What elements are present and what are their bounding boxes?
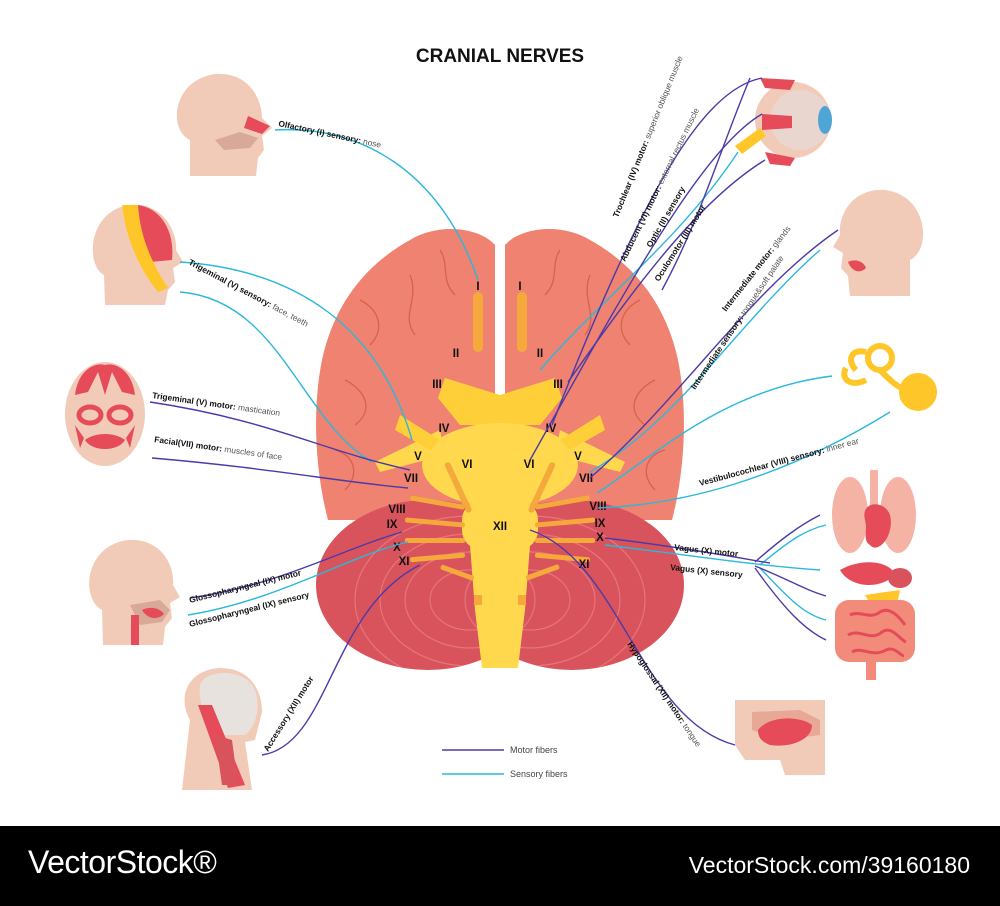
numeral-X-left: X <box>393 542 401 554</box>
numeral-IV-left: IV <box>439 423 450 435</box>
fiber-intermediate-sensory <box>589 249 821 473</box>
numeral-XI-right: XI <box>579 559 590 571</box>
label-facial-motor: Facial(VII) motor: muscles of face <box>154 434 283 462</box>
brainstem <box>375 378 625 668</box>
label-hypoglossal: Hypoglossal (XII) motor: tongue <box>625 640 703 749</box>
fiber-olfactory <box>274 128 479 281</box>
olfactory-tracts <box>473 292 527 352</box>
head-profile-mouth <box>89 539 180 645</box>
eyeball <box>735 78 832 166</box>
label-vagus-motor: Vagus (X) motor <box>674 542 740 559</box>
numeral-IX-left: IX <box>387 519 398 531</box>
numeral-IV-right: IV <box>546 423 557 435</box>
numeral-III-right: III <box>553 379 563 391</box>
label-olfactory: Olfactory (I) sensory: nose <box>278 118 383 150</box>
inner-ear <box>841 343 937 411</box>
numeral-VI-left: VI <box>462 459 473 471</box>
fiber-trigeminal-sensory-1 <box>179 261 413 441</box>
nerve-fibers <box>149 77 891 756</box>
fiber-vagus-sensory <box>604 544 821 571</box>
fiber-intermediate-motor <box>589 229 839 479</box>
footer-brand: VectorStock® <box>28 844 217 880</box>
numeral-X-right: X <box>596 532 604 544</box>
numeral-I-left: I <box>476 281 479 293</box>
fiber-vagus-motor <box>604 537 771 564</box>
fiber-facial-motor <box>151 457 409 489</box>
nerve-numerals: I I II II III III IV IV V V VI VI VII VI… <box>387 281 607 571</box>
fiber-vestibulocochlear-1 <box>596 375 833 494</box>
numeral-XII: XII <box>493 521 507 533</box>
fiber-vagus-motor-branch-3 <box>754 567 827 641</box>
label-intermediate-sensory: Intermediate sensory: tongue&soft palate <box>688 253 786 391</box>
fiber-vestibulocochlear-2 <box>597 411 891 509</box>
fiber-glosso-sensory <box>187 541 409 616</box>
label-trigeminal-sensory: Trigeminal (V) sensory: face, teeth <box>187 257 310 329</box>
numeral-V-left: V <box>414 451 422 463</box>
fiber-vagus-sensory-branch-2 <box>759 567 827 621</box>
internal-organs <box>832 470 916 680</box>
numeral-VII-left: VII <box>404 473 418 485</box>
fiber-vagus-motor-branch-1 <box>754 514 821 563</box>
fiber-vagus-sensory-branch-1 <box>759 524 827 566</box>
numeral-I-right: I <box>518 281 521 293</box>
numeral-III-left: III <box>432 379 442 391</box>
numeral-VIII-right: VIII <box>589 501 606 513</box>
nerve-rootlets <box>405 462 595 605</box>
mouth-tongue-section <box>735 700 825 775</box>
legend-sensory-label: Sensory fibers <box>510 769 568 779</box>
numeral-II-right: II <box>537 348 543 360</box>
legend: Motor fibers Sensory fibers <box>442 745 568 779</box>
numeral-VIII-left: VIII <box>388 504 405 516</box>
fiber-abducent <box>529 113 763 461</box>
head-front-facial-muscles <box>65 362 145 466</box>
numeral-V-right: V <box>574 451 582 463</box>
label-accessory: Accessory (XII) motor <box>261 674 316 753</box>
fiber-hypoglossal <box>529 529 736 746</box>
watermark-footer: VectorStock® VectorStock.com/39160180 <box>0 826 1000 906</box>
numeral-XI-left: XI <box>399 556 410 568</box>
fiber-trochlear <box>551 77 763 426</box>
diagram-title: CRANIAL NERVES <box>416 46 584 67</box>
numeral-IX-right: IX <box>595 518 606 530</box>
fiber-oculomotor-2 <box>661 77 751 291</box>
label-trigeminal-motor: Trigeminal (V) motor: mastication <box>152 390 281 418</box>
head-neck-skeleton <box>182 668 262 790</box>
numeral-VII-right: VII <box>579 473 593 485</box>
numeral-II-left: II <box>453 348 459 360</box>
cerebral-gyri <box>334 249 666 491</box>
fiber-trigeminal-motor <box>149 401 411 471</box>
fiber-oculomotor <box>567 159 766 383</box>
label-vestibulocochlear: Vestibulocochlear (VIII) sensory: inner … <box>698 436 860 488</box>
fiber-accessory <box>261 564 421 756</box>
numeral-VI-right: VI <box>524 459 535 471</box>
legend-motor-label: Motor fibers <box>510 745 558 755</box>
diagram-canvas: CRANIAL NERVES <box>65 46 937 790</box>
head-profile-glands <box>833 189 924 296</box>
fiber-trigeminal-sensory-2 <box>179 291 373 463</box>
head-profile-nose <box>176 73 272 176</box>
footer-url: VectorStock.com/39160180 <box>688 852 970 878</box>
head-profile-face-nerve <box>92 204 183 305</box>
fiber-glosso-motor <box>189 531 403 599</box>
fiber-vagus-motor-branch-2 <box>754 565 827 597</box>
